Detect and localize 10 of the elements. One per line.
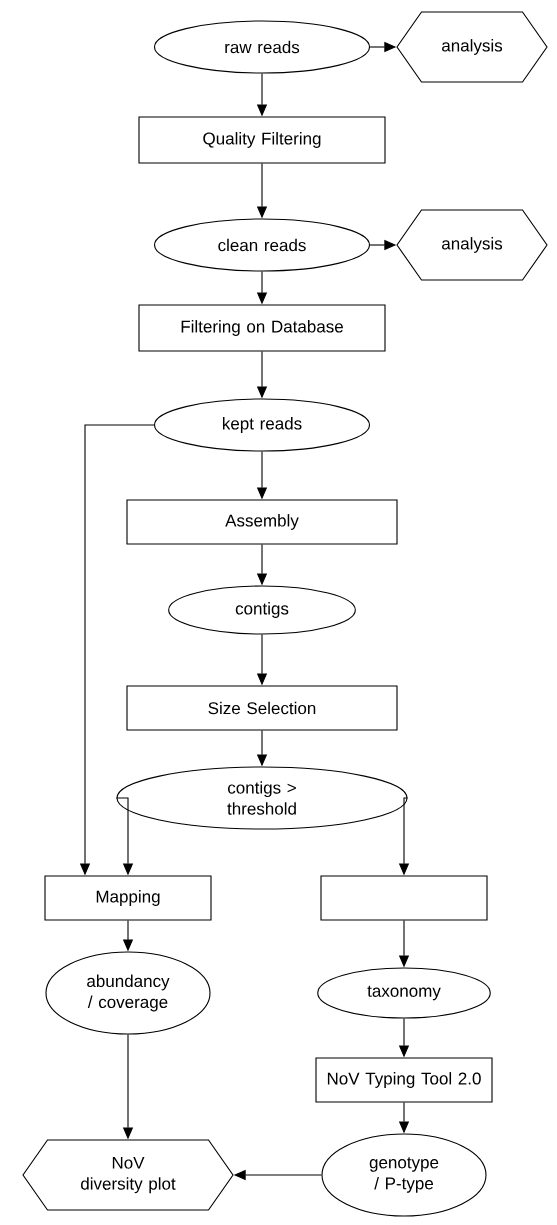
process-box: Assembly <box>126 499 398 545</box>
process-box: Filtering on Database <box>138 304 386 352</box>
process-box: NoV Typing Tool 2.0 <box>315 1057 493 1103</box>
output-hexagon: analysis <box>396 209 548 281</box>
process-box: Size Selection <box>126 685 398 731</box>
process-box: Mapping <box>44 875 212 921</box>
process-box: Quality Filtering <box>138 116 386 164</box>
process-box <box>320 875 488 921</box>
output-hexagon: analysis <box>396 11 548 83</box>
output-hexagon: NoV diversity plot <box>22 1139 234 1211</box>
